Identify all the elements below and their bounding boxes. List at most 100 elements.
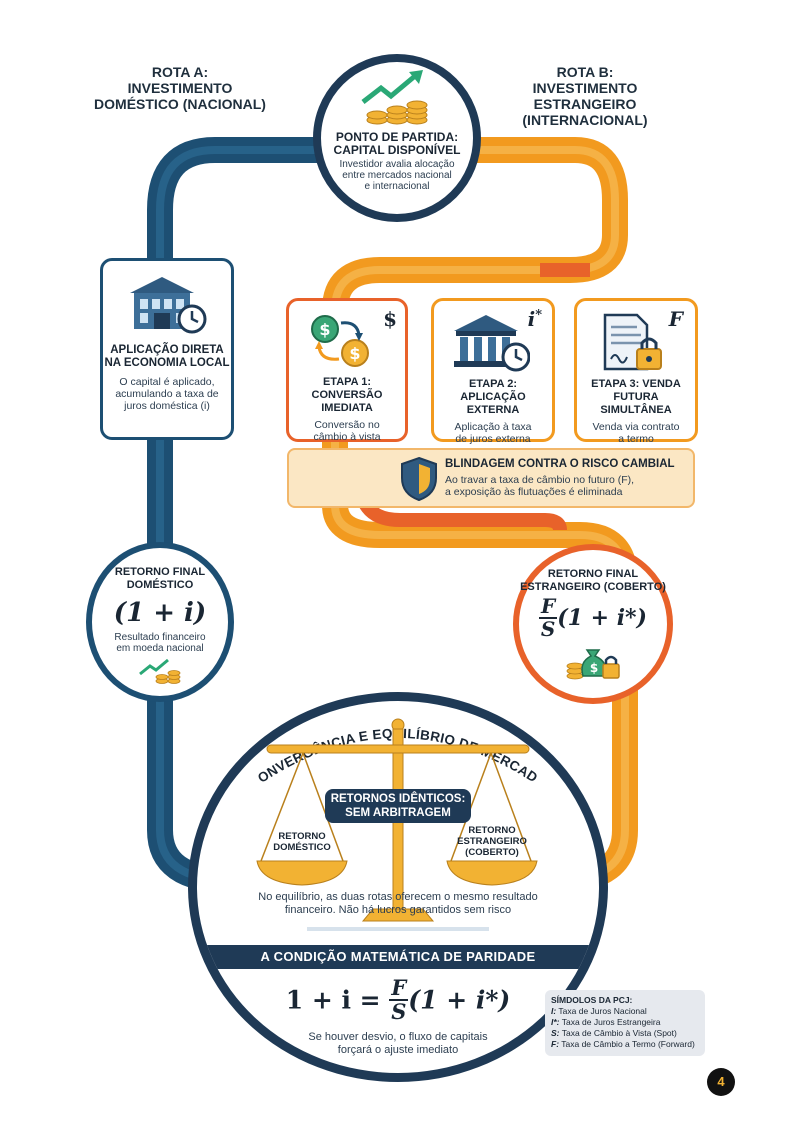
bank-clock-icon xyxy=(130,277,207,334)
symbol-text-3: Taxa de Câmbio à Vista (Spot) xyxy=(561,1028,677,1038)
domestic-card-title1: APLICAÇÃO DIRETA xyxy=(110,344,224,356)
step-2-desc2: de juros externa xyxy=(455,433,531,445)
step-2-title1: ETAPA 2: xyxy=(468,378,518,390)
start-circle: PONTO DE PARTIDA: CAPITAL DISPONÍVEL Inv… xyxy=(313,54,481,222)
pan-left-label: RETORNO DOMÉSTICO xyxy=(255,831,349,853)
step-1-desc2: câmbio à vista xyxy=(313,431,381,443)
return-for-title2: ESTRANGEIRO (COBERTO) xyxy=(520,581,666,593)
parity-desc1: Se houver desvio, o fluxo de capitais xyxy=(308,1031,488,1043)
domestic-card-desc3: juros doméstica (i) xyxy=(124,400,210,412)
route-b-line3: (INTERNACIONAL) xyxy=(522,112,648,128)
pan-left-line1: RETORNO xyxy=(278,831,326,842)
parity-frac-den: S xyxy=(391,999,407,1025)
symbol-item-1: I: Taxa de Juros Nacional xyxy=(551,1006,699,1017)
shield-icon xyxy=(401,456,437,502)
symbol-item-4: F: Taxa de Câmbio a Termo (Forward) xyxy=(551,1039,699,1050)
parity-lhs: 1 + i = xyxy=(285,985,381,1015)
step-2-title2: APLICAÇÃO EXTERNA xyxy=(460,391,526,416)
return-dom-title2: DOMÉSTICO xyxy=(126,579,194,591)
step-3-desc2: a termo xyxy=(618,433,654,445)
route-a-line2: INVESTIMENTO xyxy=(127,80,233,96)
domestic-card-title2: NA ECONOMIA LOCAL xyxy=(104,357,230,369)
shield-desc2: a exposição às flutuações é eliminada xyxy=(445,486,623,498)
svg-text:$: $ xyxy=(590,661,598,675)
trend-coins-icon xyxy=(139,658,181,684)
domestic-card-desc2: acumulando a taxa de xyxy=(115,388,219,400)
shield-banner: BLINDAGEM CONTRA O RISCO CAMBIAL Ao trav… xyxy=(287,448,695,508)
symbol-key-4: F: xyxy=(551,1039,560,1049)
return-for-frac-num: F xyxy=(539,594,558,619)
route-a-line3: DOMÉSTICO (NACIONAL) xyxy=(94,96,266,112)
step-3-title2: FUTURA SIMULTÂNEA xyxy=(600,391,672,416)
shield-desc1: Ao travar a taxa de câmbio no futuro (F)… xyxy=(445,474,635,486)
symbol-item-3: S: Taxa de Câmbio à Vista (Spot) xyxy=(551,1028,699,1039)
svg-text:$: $ xyxy=(319,320,330,339)
parity-desc: Se houver desvio, o fluxo de capitais fo… xyxy=(237,1031,559,1057)
symbol-item-2: I*: Taxa de Juros Estrangeira xyxy=(551,1017,699,1028)
parity-desc2: forçará o ajuste imediato xyxy=(337,1044,459,1056)
route-b-title: ROTA B: INVESTIMENTO ESTRANGEIRO (INTERN… xyxy=(480,64,690,128)
pan-left-line2: DOMÉSTICO xyxy=(273,842,331,853)
step-card-2: i* ETAPA 2: APLICAÇÃO EXTERNA Aplicação … xyxy=(431,298,555,445)
symbol-text-2: Taxa de Juros Estrangeira xyxy=(561,1017,661,1027)
symbols-legend: SÍMDOLOS DA PCJ: I: Taxa de Juros Nacion… xyxy=(545,990,705,1056)
step-1-title1: ETAPA 1: xyxy=(322,376,372,388)
step-3-symbol: F xyxy=(668,307,683,331)
return-for-frac-den: S xyxy=(540,617,556,641)
currency-exchange-icon: $ $ xyxy=(311,315,369,367)
equilibrium-text: No equilíbrio, as duas rotas oferecem o … xyxy=(217,891,579,917)
step-2-symbol-base: i xyxy=(527,307,536,331)
step-3-title1: ETAPA 3: VENDA xyxy=(591,378,681,390)
start-desc2: entre mercados nacional xyxy=(342,170,452,181)
return-for-title1: RETORNO FINAL xyxy=(547,568,639,580)
step-1-desc1: Conversão no xyxy=(314,419,380,431)
parity-rhs: (1 + i*) xyxy=(408,985,511,1015)
bank-icon xyxy=(454,315,531,372)
start-title2: CAPITAL DISPONÍVEL xyxy=(333,143,461,157)
return-domestic-circle: RETORNO FINAL DOMÉSTICO (1 + i) Resultad… xyxy=(86,542,234,702)
step-card-3: F ETAPA 3: VENDA FUTURA SIMULTÂNEA Venda… xyxy=(574,298,698,445)
step-card-1: $ $ $ ETAPA 1: CONVERSÃO IMEDIATA Conver… xyxy=(286,298,408,443)
symbol-text-4: Taxa de Câmbio a Termo (Forward) xyxy=(561,1039,695,1049)
pan-right-line1: RETORNO xyxy=(468,825,516,836)
symbol-text-1: Taxa de Juros Nacional xyxy=(558,1006,647,1016)
return-dom-desc1: Resultado financeiro xyxy=(114,632,206,643)
return-dom-desc2: em moeda nacional xyxy=(116,643,204,654)
route-b-line1: ROTA B: xyxy=(556,64,614,80)
parity-banner: A CONDIÇÃO MATEMÁTICA DE PARIDADE xyxy=(197,945,599,969)
symbol-key-1: I: xyxy=(551,1006,557,1016)
start-desc3: e internacional xyxy=(364,181,430,192)
badge-line1: RETORNOS IDÊNTICOS: xyxy=(330,793,466,805)
step-2-symbol-sup: * xyxy=(535,307,542,323)
pan-right-line2: ESTRANGEIRO xyxy=(457,836,527,847)
page-number: 4 xyxy=(707,1068,735,1096)
return-dom-title1: RETORNO FINAL xyxy=(114,566,206,578)
route-b-line2: INVESTIMENTO ESTRANGEIRO xyxy=(532,80,638,112)
step-1-symbol: $ xyxy=(383,307,397,331)
svg-text:$: $ xyxy=(349,344,360,363)
symbol-key-2: I*: xyxy=(551,1017,560,1027)
convergence-circle: CONVERGÊNCIA E EQUILÍBRIO DE MERCADO RET… xyxy=(188,692,608,1082)
symbol-key-3: S: xyxy=(551,1028,560,1038)
step-1-title2: CONVERSÃO IMEDIATA xyxy=(311,389,383,414)
pan-right-line3: (COBERTO) xyxy=(465,847,519,858)
no-arbitrage-badge: RETORNOS IDÊNTICOS: SEM ARBITRAGEM xyxy=(325,789,471,823)
domestic-card-desc1: O capital é aplicado, xyxy=(119,376,215,388)
step-2-desc1: Aplicação à taxa xyxy=(454,421,532,433)
step-3-desc1: Venda via contrato xyxy=(592,421,680,433)
contract-lock-icon xyxy=(603,313,662,371)
route-a-line1: ROTA A: xyxy=(151,64,209,80)
badge-line2: SEM ARBITRAGEM xyxy=(345,807,451,819)
equilibrium-desc1: No equilíbrio, as duas rotas oferecem o … xyxy=(258,891,538,903)
pan-right-label: RETORNO ESTRANGEIRO (COBERTO) xyxy=(445,825,539,858)
convergence-arc-title: CONVERGÊNCIA E EQUILÍBRIO DE MERCADO xyxy=(197,701,540,786)
return-dom-formula: (1 + i) xyxy=(113,598,207,628)
step-2-symbol: i* xyxy=(528,307,542,331)
return-for-formula-tail: (1 + i*) xyxy=(557,605,647,631)
money-bag-lock-icon: $ xyxy=(566,649,620,680)
domestic-card: APLICAÇÃO DIRETA NA ECONOMIA LOCAL O cap… xyxy=(100,258,234,440)
route-a-title: ROTA A: INVESTIMENTO DOMÉSTICO (NACIONAL… xyxy=(90,64,270,112)
